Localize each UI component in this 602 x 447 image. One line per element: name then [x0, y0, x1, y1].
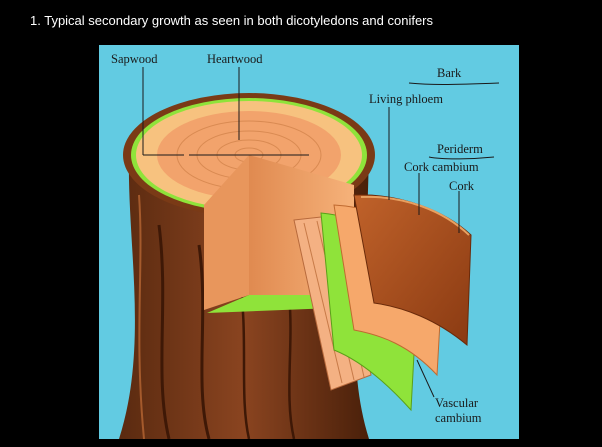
slide-title: 1. Typical secondary growth as seen in b…	[30, 13, 433, 28]
label-sapwood: Sapwood	[111, 52, 158, 66]
label-heartwood: Heartwood	[207, 52, 263, 66]
label-periderm: Periderm	[437, 142, 483, 156]
tree-trunk-diagram: Sapwood Heartwood Bark Living phloem Per…	[99, 45, 519, 439]
label-cambium: cambium	[435, 411, 482, 425]
label-cork-cambium: Cork cambium	[404, 160, 479, 174]
label-vascular: Vascular	[435, 396, 479, 410]
label-bark: Bark	[437, 66, 462, 80]
label-cork: Cork	[449, 179, 475, 193]
label-living-phloem: Living phloem	[369, 92, 443, 106]
